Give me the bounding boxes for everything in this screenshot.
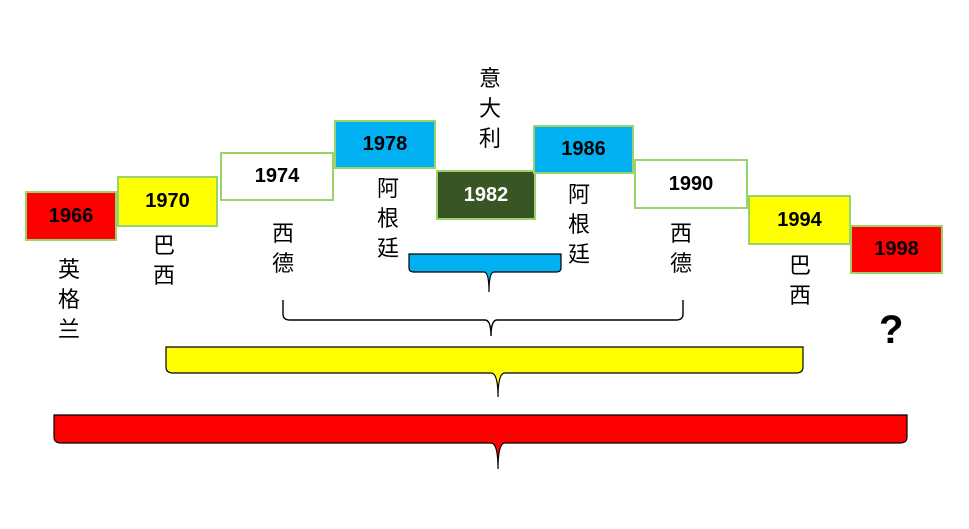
year-box-1966: 1966 <box>25 191 117 241</box>
winner-1986: 阿根廷 <box>567 183 590 268</box>
winner-1982: 意大利 <box>478 67 501 152</box>
winner-1966: 英格兰 <box>57 258 80 343</box>
winner-1978: 阿根廷 <box>376 177 399 262</box>
year-box-1982: 1982 <box>436 170 536 220</box>
winner-1970: 巴西 <box>152 234 175 289</box>
brace-red <box>53 414 908 470</box>
winner-1990: 西德 <box>669 222 692 277</box>
winner-1994: 巴西 <box>788 254 811 309</box>
year-box-1986: 1986 <box>533 125 634 174</box>
year-box-1974: 1974 <box>220 152 334 201</box>
brace-yellow <box>165 346 804 398</box>
year-box-1978: 1978 <box>334 120 436 169</box>
unknown-winner-marker: ? <box>879 308 904 352</box>
brace-white <box>282 300 684 337</box>
year-box-1998: 1998 <box>850 225 943 274</box>
year-box-1990: 1990 <box>634 159 748 209</box>
year-box-1994: 1994 <box>748 195 851 245</box>
winner-1974: 西德 <box>271 222 294 277</box>
brace-cyan <box>408 253 562 293</box>
year-box-1970: 1970 <box>117 176 218 227</box>
